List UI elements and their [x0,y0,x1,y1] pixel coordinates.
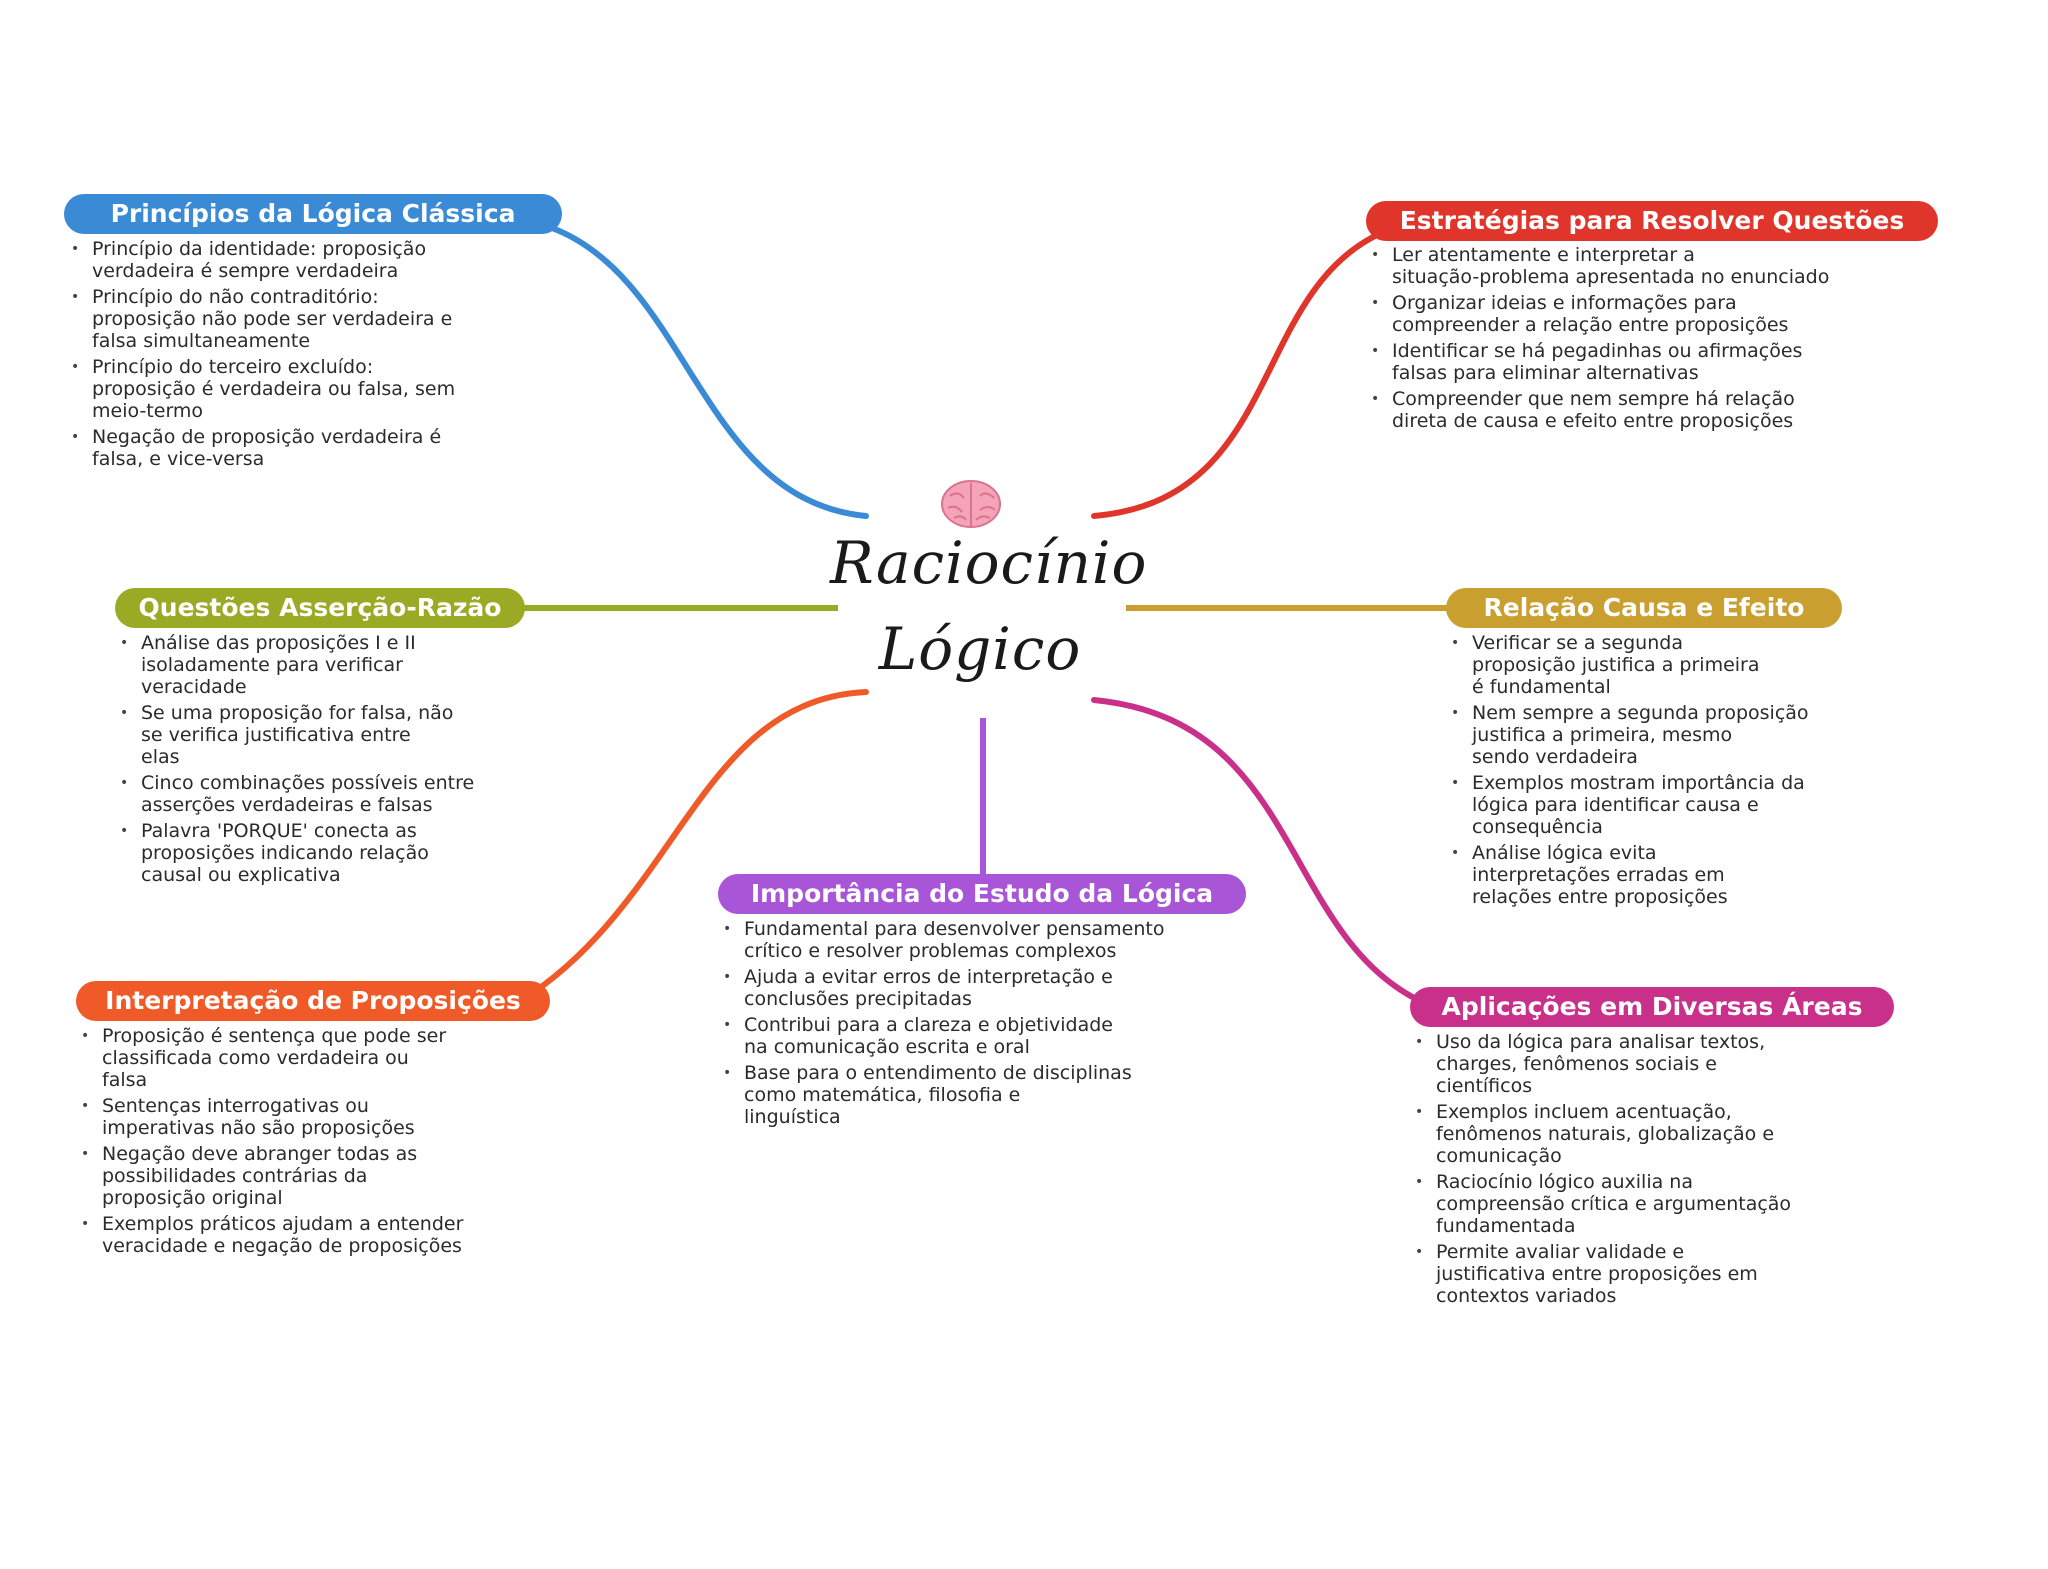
list-item: Proposição é sentença que pode ser class… [78,1025,528,1091]
principios-title: Princípios da Lógica Clássica [64,194,562,234]
list-item: Nem sempre a segunda proposição justific… [1448,702,1868,768]
connector-aplicacoes [1091,697,1421,1003]
list-item: Uso da lógica para analisar textos, char… [1412,1031,1852,1097]
central-title-line1: Raciocínio [830,529,1148,597]
questoes-list: Análise das proposições I e II isoladame… [117,632,517,890]
list-item: Exemplos incluem acentuação, fenômenos n… [1412,1101,1852,1167]
list-item: Princípio do terceiro excluído: proposiç… [68,356,508,422]
list-item: Raciocínio lógico auxilia na compreensão… [1412,1171,1852,1237]
list-item: Exemplos práticos ajudam a entender vera… [78,1213,528,1257]
list-item: Ajuda a evitar erros de interpretação e … [720,966,1220,1010]
list-item: Identificar se há pegadinhas ou afirmaçõ… [1368,340,1898,384]
list-item: Permite avaliar validade e justificativa… [1412,1241,1852,1307]
aplicacoes-title: Aplicações em Diversas Áreas [1410,987,1894,1027]
list-item: Cinco combinações possíveis entre asserç… [117,772,517,816]
list-item: Verificar se a segunda proposição justif… [1448,632,1868,698]
list-item: Exemplos mostram importância da lógica p… [1448,772,1868,838]
list-item: Organizar ideias e informações para comp… [1368,292,1898,336]
aplicacoes-list: Uso da lógica para analisar textos, char… [1412,1031,1852,1311]
connector-estrategias [1091,233,1378,519]
interpretacao-list: Proposição é sentença que pode ser class… [78,1025,528,1261]
relacao-list: Verificar se a segunda proposição justif… [1448,632,1868,912]
connector-interpretacao [519,689,869,1003]
list-item: Se uma proposição for falsa, não se veri… [117,702,517,768]
estrategias-title: Estratégias para Resolver Questões [1366,201,1938,241]
importancia-title: Importância do Estudo da Lógica [718,874,1246,914]
connector-principios [549,225,869,519]
list-item: Análise lógica evita interpretações erra… [1448,842,1868,908]
list-item: Negação deve abranger todas as possibili… [78,1143,528,1209]
list-item: Contribui para a clareza e objetividade … [720,1014,1220,1058]
list-item: Análise das proposições I e II isoladame… [117,632,517,698]
central-title-line2: Lógico [878,615,1082,683]
list-item: Princípio da identidade: proposição verd… [68,238,508,282]
estrategias-list: Ler atentamente e interpretar a situação… [1368,244,1898,436]
central-topic: Raciocínio Lógico [830,520,1148,700]
interpretacao-title: Interpretação de Proposições [76,981,550,1021]
relacao-title: Relação Causa e Efeito [1446,588,1842,628]
list-item: Base para o entendimento de disciplinas … [720,1062,1220,1128]
list-item: Ler atentamente e interpretar a situação… [1368,244,1898,288]
brain-icon [941,480,1001,528]
list-item: Palavra 'PORQUE' conecta as proposições … [117,820,517,886]
list-item: Sentenças interrogativas ou imperativas … [78,1095,528,1139]
list-item: Princípio do não contraditório: proposiç… [68,286,508,352]
list-item: Compreender que nem sempre há relação di… [1368,388,1898,432]
list-item: Negação de proposição verdadeira é falsa… [68,426,508,470]
questoes-title: Questões Asserção-Razão [115,588,525,628]
list-item: Fundamental para desenvolver pensamento … [720,918,1220,962]
principios-list: Princípio da identidade: proposição verd… [68,238,508,474]
importancia-list: Fundamental para desenvolver pensamento … [720,918,1220,1132]
